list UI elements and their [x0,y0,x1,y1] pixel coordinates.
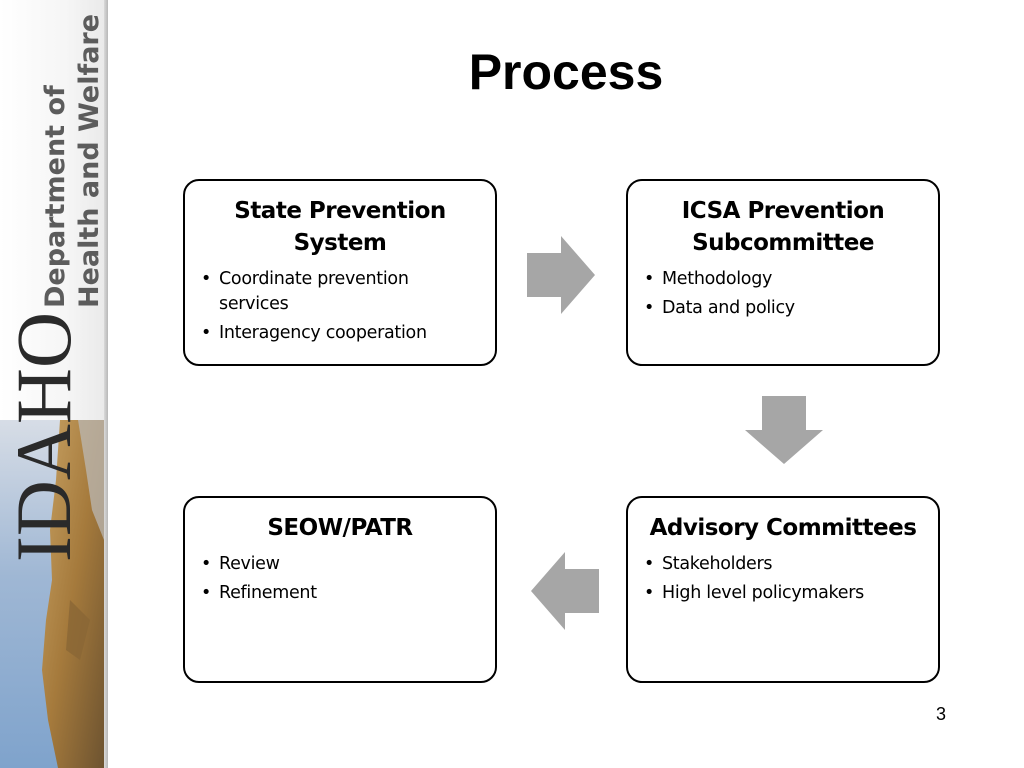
list-item-text: Refinement [219,583,317,603]
arrow-left-icon [531,552,599,630]
department-logo-text: Department of Health and Welfare [40,14,104,308]
list-item: •Refinement [201,583,317,603]
list-item: •Methodology [644,269,773,289]
list-item-text: Coordinate prevention services [219,269,409,314]
box-title: ICSA Prevention Subcommittee [681,198,885,256]
list-item: •Stakeholders [644,554,773,574]
page-number: 3 [935,704,946,724]
box-title: SEOW/PATR [267,515,413,541]
arrow-down-icon [745,396,823,464]
department-line-1: Department of [40,85,71,308]
list-item-text: Review [219,554,280,574]
list-item: •Review [201,554,280,574]
box-advisory-committees: Advisory Committees •Stakeholders •High … [626,496,940,683]
list-item: •Coordinate prevention services [201,269,409,314]
department-line-2: Health and Welfare [74,14,104,308]
list-item: •Data and policy [644,298,795,318]
list-item-text: Methodology [662,269,773,289]
slide-title: Process [468,44,664,100]
arrow-right-icon [527,236,595,314]
box-seow-patr: SEOW/PATR •Review •Refinement [183,496,497,683]
mountain-photo [0,420,104,768]
bullet-list: •Review •Refinement [199,552,481,606]
box-state-prevention-system: State Prevention System •Coordinate prev… [183,179,497,366]
list-item-text: High level policymakers [662,583,864,603]
idaho-wordmark: IDAHO [0,312,80,562]
list-item: •High level policymakers [644,583,864,603]
branding-strip: Department of Health and Welfare IDAHO [0,0,108,768]
list-item-text: Interagency cooperation [219,323,427,343]
list-item-text: Data and policy [662,298,795,318]
box-icsa-prevention-subcommittee: ICSA Prevention Subcommittee •Methodolog… [626,179,940,366]
bullet-list: •Stakeholders •High level policymakers [642,552,924,606]
box-title: State Prevention System [234,198,446,256]
bullet-list: •Methodology •Data and policy [642,267,924,321]
bullet-list: •Coordinate prevention services •Interag… [199,267,481,346]
idaho-wordmark-text: IDAHO [0,312,80,562]
box-title: Advisory Committees [649,515,917,541]
list-item: •Interagency cooperation [201,323,427,343]
list-item-text: Stakeholders [662,554,773,574]
